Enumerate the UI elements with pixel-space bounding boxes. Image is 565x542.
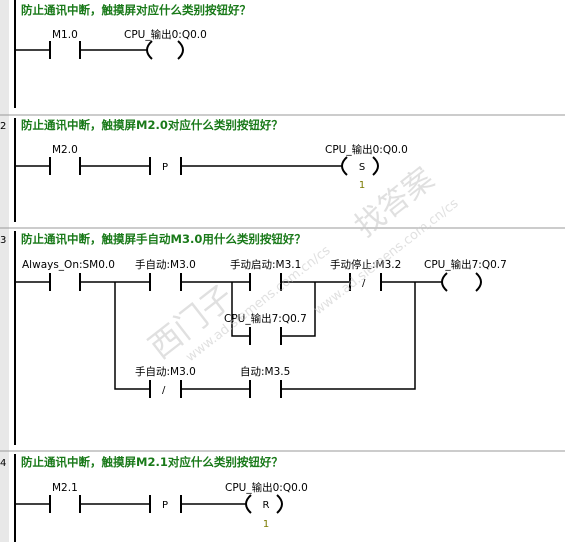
contact-address: 手动启动:M3.1 — [230, 258, 301, 271]
coil-label: CPU_输出0:Q0.0 — [225, 481, 308, 494]
network-number: 4 — [0, 458, 6, 469]
network-comment: 防止通讯中断，触摸屏手自动M3.0用什么类别按钮好？ — [21, 232, 306, 246]
edge-type: P — [162, 500, 168, 511]
output-coil[interactable] — [146, 40, 184, 60]
network-4[interactable]: 4 防止通讯中断，触摸屏M2.1对应什么类别按钮好？ M2.1 P CPU_输出… — [0, 455, 308, 530]
set-coil[interactable] — [341, 156, 379, 176]
coil-label: CPU_输出0:Q0.0 — [124, 28, 207, 41]
contact-address: 手动停止:M3.2 — [330, 258, 401, 271]
contact-address: CPU_输出7:Q0.7 — [224, 312, 307, 325]
contact-address: M2.1 — [52, 482, 78, 494]
coil-count: 1 — [263, 519, 269, 530]
coil-label: CPU_输出0:Q0.0 — [325, 143, 408, 156]
contact-address: 手自动:M3.0 — [135, 258, 196, 271]
network-2[interactable]: 2 防止通讯中断，触摸屏M2.0对应什么类别按钮好？ M2.0 P CPU_输出… — [0, 118, 408, 191]
network-number: 2 — [0, 121, 6, 132]
output-coil[interactable] — [441, 272, 482, 292]
nc-slash: / — [362, 278, 366, 289]
contact-address: 手自动:M3.0 — [135, 365, 196, 378]
network-comment: 防止通讯中断，触摸屏M2.0对应什么类别按钮好？ — [21, 118, 283, 132]
network-3[interactable]: 3 防止通讯中断，触摸屏手自动M3.0用什么类别按钮好？ Always_On:S… — [0, 232, 507, 398]
network-comment: 防止通讯中断，触摸屏对应什么类别按钮好？ — [21, 3, 251, 17]
network-1[interactable]: 防止通讯中断，触摸屏对应什么类别按钮好？ M1.0 CPU_输出0:Q0.0 — [15, 3, 251, 60]
coil-count: 1 — [359, 180, 365, 191]
reset-coil[interactable] — [245, 494, 283, 514]
coil-type: R — [263, 500, 270, 511]
contact-address: M2.0 — [52, 144, 78, 156]
coil-label: CPU_输出7:Q0.7 — [424, 258, 507, 271]
network-comment: 防止通讯中断，触摸屏M2.1对应什么类别按钮好？ — [21, 455, 283, 469]
contact-address: M1.0 — [52, 29, 78, 41]
nc-slash: / — [162, 385, 166, 396]
edge-type: P — [162, 162, 168, 173]
contact-address: Always_On:SM0.0 — [22, 259, 115, 271]
contact-address: 自动:M3.5 — [240, 365, 290, 378]
network-gutter — [0, 0, 9, 542]
coil-type: S — [359, 162, 365, 173]
network-number: 3 — [0, 235, 6, 246]
